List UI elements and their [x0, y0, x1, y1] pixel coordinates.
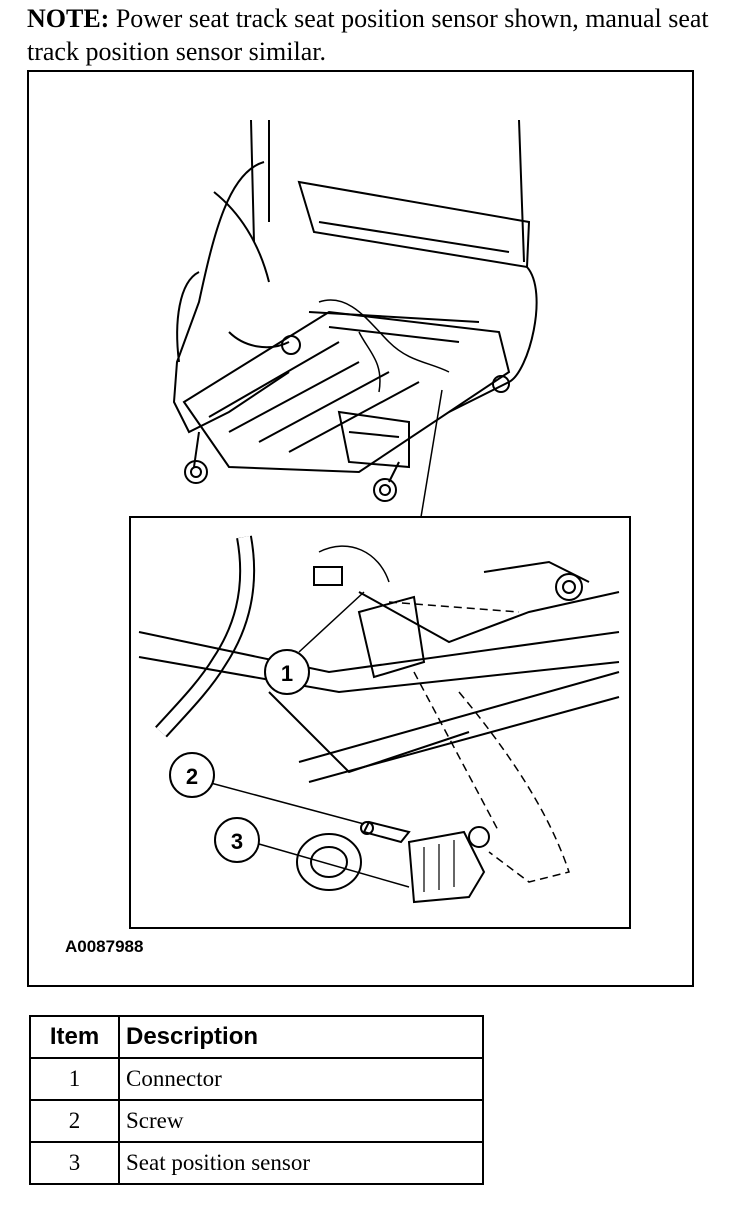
item-number: 1	[29, 1057, 120, 1101]
item-description-table: Item Description 1 Connector 2 Screw 3 S…	[29, 1015, 484, 1185]
item-number: 2	[29, 1099, 120, 1143]
note-label: NOTE:	[27, 4, 110, 33]
item-description: Seat position sensor	[118, 1141, 484, 1185]
table-header-row: Item Description	[29, 1015, 484, 1059]
callout-1-label: 1	[281, 661, 293, 686]
item-description: Screw	[118, 1099, 484, 1143]
table-row: 1 Connector	[29, 1057, 484, 1101]
header-item: Item	[29, 1015, 120, 1059]
table-row: 3 Seat position sensor	[29, 1141, 484, 1185]
item-description: Connector	[118, 1057, 484, 1101]
figure-id: A0087988	[65, 937, 144, 956]
figure-frame: 1 2 3 A0087988	[27, 70, 694, 987]
header-description: Description	[118, 1015, 484, 1059]
seat-overview-drawing	[172, 119, 538, 518]
callout-2-label: 2	[186, 764, 198, 789]
callout-3-label: 3	[231, 829, 243, 854]
callout-3-circle	[214, 817, 260, 863]
detail-inset: 1 2 3	[129, 516, 631, 929]
note-body: Power seat track seat position sensor sh…	[27, 4, 709, 66]
table-row: 2 Screw	[29, 1099, 484, 1143]
note-text: NOTE: Power seat track seat position sen…	[27, 2, 727, 68]
callout-2-circle	[169, 752, 215, 798]
seat-illustration: 1 2 3	[129, 119, 631, 929]
callout-1-circle	[264, 649, 310, 695]
item-number: 3	[29, 1141, 120, 1185]
